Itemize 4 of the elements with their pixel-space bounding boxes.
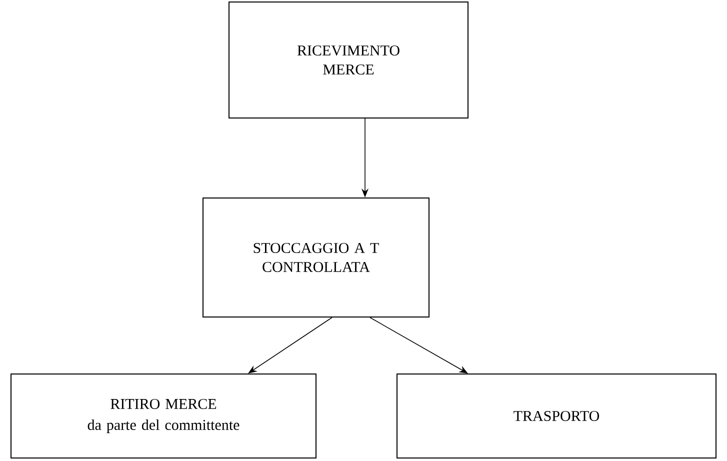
process-box: RICEVIMENTO MERCE [228, 2, 468, 118]
process-box: RITIRO MERCE da parte del committente [10, 374, 316, 458]
process-box: STOCCAGGIO A T CONTROLLATA [202, 198, 430, 318]
process-box: TRASPORTO [396, 374, 716, 458]
